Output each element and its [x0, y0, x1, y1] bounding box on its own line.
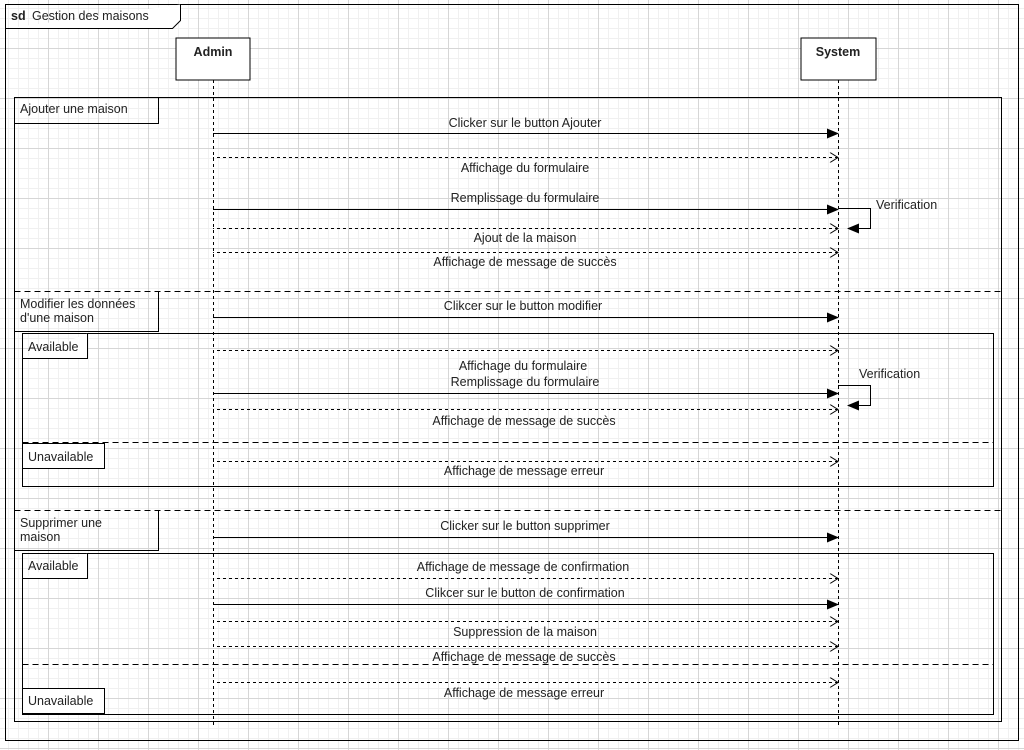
reply-message-succes-modifier: Affichage de message de succès — [213, 410, 838, 428]
message-clicker-confirmation-label: Clikcer sur le button de confirmation — [425, 586, 624, 600]
self-message-verification-label: Verification — [876, 198, 937, 212]
reply-message-erreur-modifier-label: Affichage de message erreur — [444, 464, 604, 478]
section-modifier-line2: d'une maison — [20, 311, 94, 325]
message-clicker-ajouter-label: Clicker sur le button Ajouter — [449, 116, 602, 130]
message-clicker-supprimer: Clicker sur le button supprimer — [213, 519, 839, 543]
section-ajouter-text: Ajouter une maison — [20, 102, 128, 116]
lifeline-system-label: System — [816, 45, 860, 59]
reply-message-erreur-supprimer: Affichage de message erreur — [213, 683, 838, 700]
self-message-verification-modifier: Verification — [838, 367, 920, 411]
reply-affichage-formulaire-modifier: Affichage du formulaire — [213, 351, 838, 373]
reply-message-succes-supprimer-label: Affichage de message de succès — [432, 650, 615, 664]
section-ajouter-label: Ajouter une maison — [14, 97, 159, 124]
supprimer-unavailable-label: Unavailable — [28, 694, 93, 708]
reply-ajout-maison: Ajout de la maison — [213, 229, 838, 245]
sd-frame: sd Gestion des maisons — [5, 4, 1019, 741]
section-supprimer-line1: Supprimer une — [20, 516, 102, 530]
reply-message-erreur-supprimer-label: Affichage de message erreur — [444, 686, 604, 700]
fragment-supprimer-alt: Available Unavailable — [22, 553, 994, 715]
message-remplissage-formulaire: Remplissage du formulaire — [213, 191, 839, 215]
modifier-available-label: Available — [28, 340, 79, 354]
self-message-verification: Verification — [838, 198, 937, 234]
message-remplissage-formulaire-label: Remplissage du formulaire — [451, 191, 600, 205]
message-remplissage-formulaire-modifier-label: Remplissage du formulaire — [451, 375, 600, 389]
reply-ajout-maison-label: Ajout de la maison — [474, 231, 577, 245]
section-supprimer-line2: maison — [20, 530, 60, 544]
section-modifier-label: Modifier les données d'une maison — [14, 291, 159, 332]
message-remplissage-formulaire-modifier: Remplissage du formulaire — [213, 375, 839, 399]
lifeline-admin-label: Admin — [194, 45, 233, 59]
reply-affichage-formulaire: Affichage du formulaire — [213, 158, 838, 175]
fragment-modifier-alt: Available Unavailable — [22, 333, 994, 487]
reply-suppression-maison-label: Suppression de la maison — [453, 625, 597, 639]
message-clicker-confirmation: Clikcer sur le button de confirmation — [213, 586, 839, 610]
section-modifier-line1: Modifier les données — [20, 297, 135, 311]
modifier-unavailable-label: Unavailable — [28, 450, 93, 464]
message-clicker-ajouter: Clicker sur le button Ajouter — [213, 116, 839, 139]
fragment-main — [14, 97, 1002, 722]
lifeline-admin: Admin — [175, 37, 251, 728]
reply-affichage-formulaire-modifier-label: Affichage du formulaire — [459, 359, 587, 373]
reply-affichage-formulaire-label: Affichage du formulaire — [461, 161, 589, 175]
reply-message-succes-modifier-label: Affichage de message de succès — [432, 414, 615, 428]
reply-message-erreur-modifier: Affichage de message erreur — [213, 462, 838, 478]
message-clicker-modifier: Clikcer sur le button modifier — [213, 299, 839, 323]
message-clicker-modifier-label: Clikcer sur le button modifier — [444, 299, 602, 313]
lifeline-system: System — [800, 37, 877, 728]
frame-title: Gestion des maisons — [32, 9, 149, 23]
supprimer-available-label: Available — [28, 559, 79, 573]
message-clicker-supprimer-label: Clicker sur le button supprimer — [440, 519, 610, 533]
reply-message-confirmation: Affichage de message de confirmation — [213, 560, 838, 579]
section-supprimer-label: Supprimer une maison — [14, 510, 159, 551]
reply-message-succes-ajouter-label: Affichage de message de succès — [433, 255, 616, 269]
reply-message-succes-supprimer: Affichage de message de succès — [213, 647, 838, 664]
self-message-verification-modifier-label: Verification — [859, 367, 920, 381]
reply-message-succes-ajouter: Affichage de message de succès — [213, 253, 838, 269]
reply-suppression-maison: Suppression de la maison — [213, 622, 838, 639]
frame-keyword: sd — [11, 9, 26, 23]
reply-message-confirmation-label: Affichage de message de confirmation — [417, 560, 629, 574]
